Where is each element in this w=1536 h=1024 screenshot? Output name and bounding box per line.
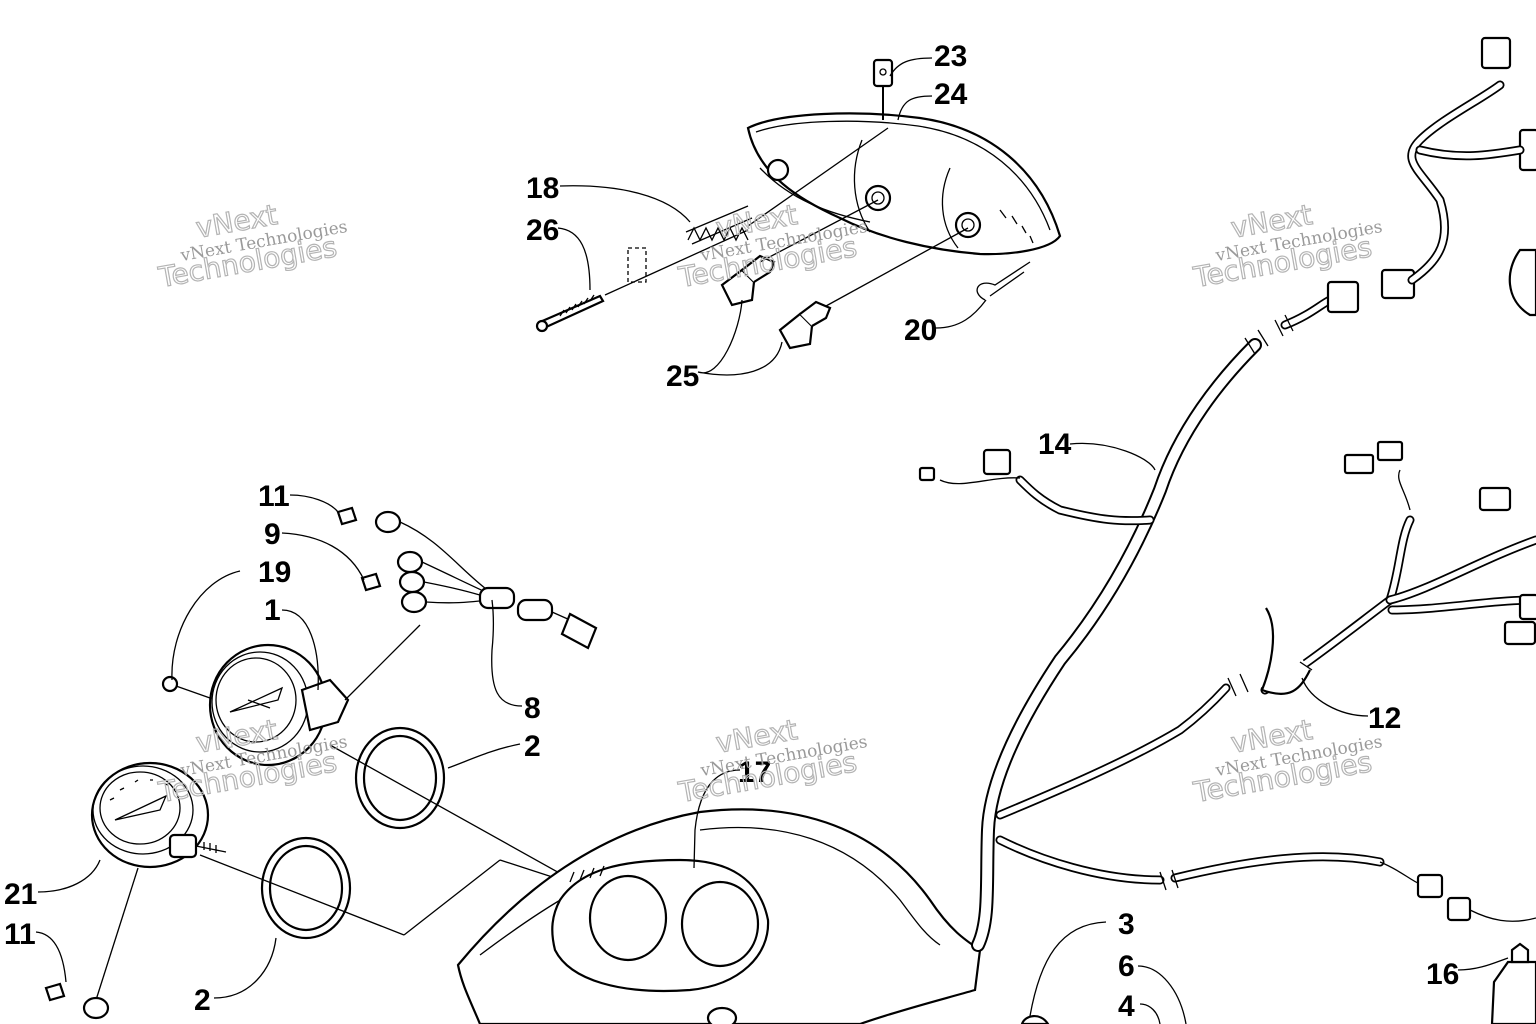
callout-21: 21	[4, 878, 37, 911]
leader-lines	[35, 57, 1509, 1024]
callout-11-lower: 11	[4, 918, 36, 951]
gauge-assembly	[44, 506, 741, 1020]
watermark-bottom-center: vNext vNext Technologies Technologies	[675, 713, 869, 810]
wiring-harness	[918, 36, 1536, 1024]
headlight-assembly	[535, 58, 1062, 350]
callout-1: 1	[264, 594, 281, 627]
callout-20: 20	[904, 314, 937, 347]
callout-24: 24	[934, 78, 968, 111]
watermark-top-right: vNext vNext Technologies Technologies	[1190, 198, 1384, 295]
callout-6: 6	[1118, 950, 1135, 983]
watermark-top-left: vNext vNext Technologies Technologies	[155, 198, 349, 295]
callout-12: 12	[1368, 702, 1401, 735]
callout-2-lower: 2	[194, 984, 211, 1017]
callout-19: 19	[258, 556, 291, 589]
callout-11-upper: 11	[258, 480, 290, 513]
callout-4: 4	[1118, 990, 1135, 1023]
callout-14: 14	[1038, 428, 1072, 461]
watermark-bottom-right: vNext vNext Technologies Technologies	[1190, 713, 1384, 810]
callout-2-upper: 2	[524, 730, 541, 763]
callout-16: 16	[1426, 958, 1459, 991]
callout-23: 23	[934, 40, 967, 73]
watermark-top-center: vNext vNext Technologies Technologies	[675, 198, 869, 295]
callout-9: 9	[264, 518, 281, 551]
callout-26: 26	[526, 214, 559, 247]
callout-25: 25	[666, 360, 699, 393]
callout-labels: 23 24 18 26 20 25 14 11 9 19 1 8 2 17 12…	[4, 40, 1459, 1023]
callout-17: 17	[738, 756, 771, 789]
dash-panel	[456, 808, 982, 1024]
callout-3: 3	[1118, 908, 1135, 941]
callout-8: 8	[524, 692, 541, 725]
callout-18: 18	[526, 172, 559, 205]
